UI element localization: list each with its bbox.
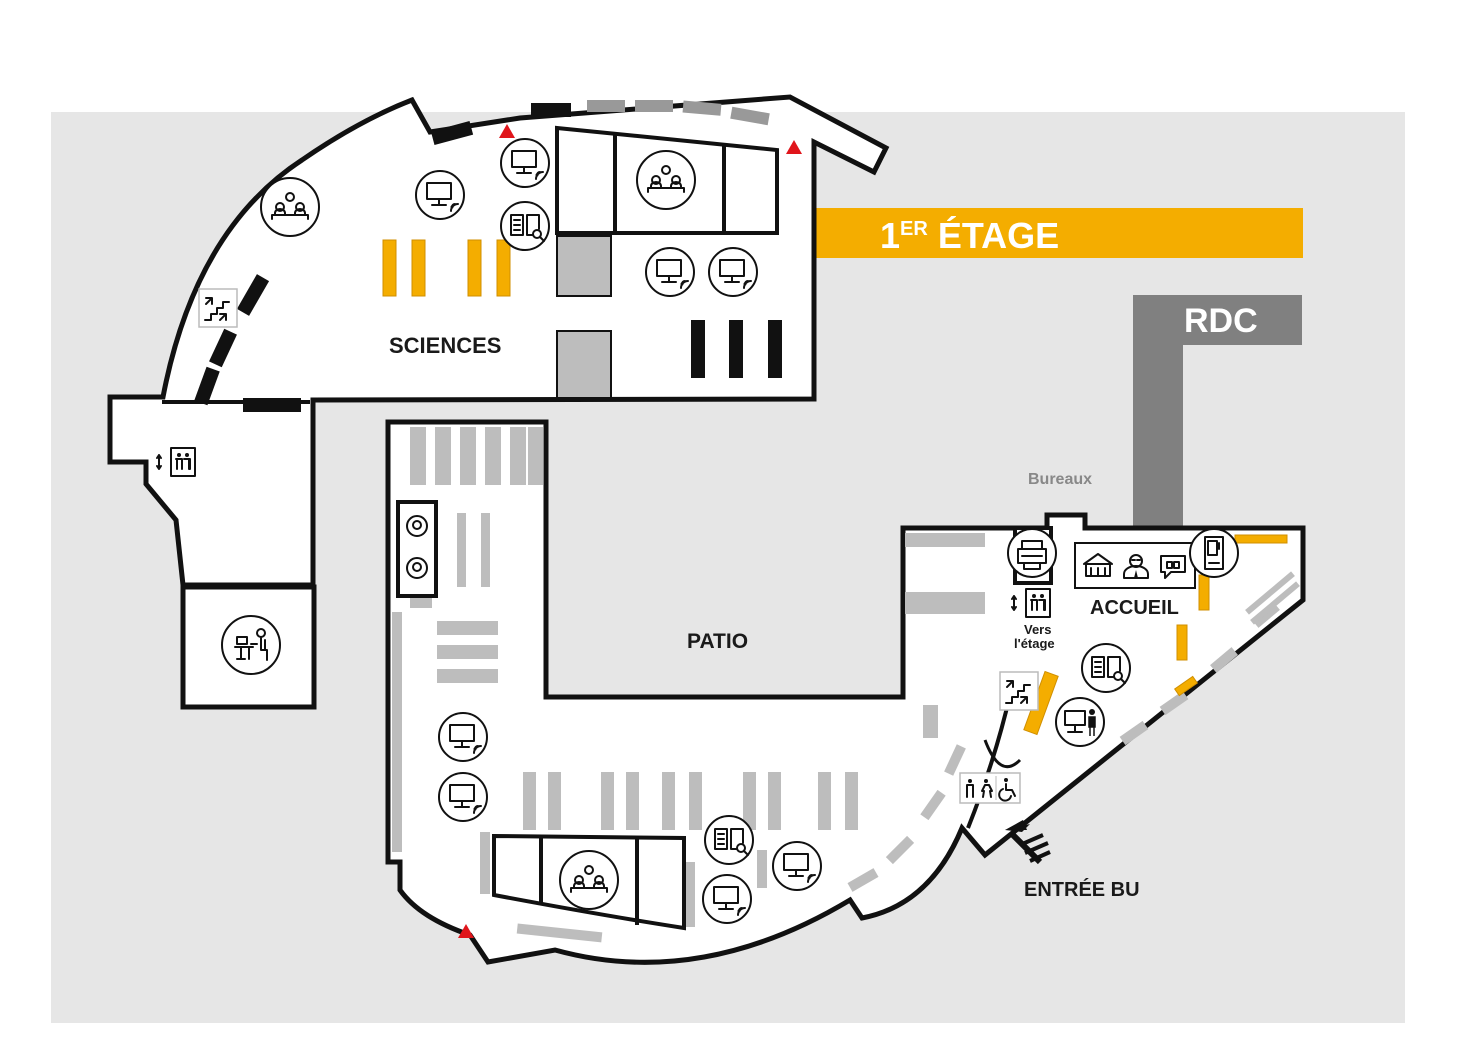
emergency-marker-icon [458,924,474,938]
bureaux-label: Bureaux [1028,471,1092,488]
floor1-label: 1ER ÉTAGE [880,215,1059,256]
computer-wifi-icon[interactable] [438,712,488,762]
computer-wifi-icon[interactable] [708,247,758,297]
group-room-icon[interactable] [636,150,696,210]
library-building-icon [1083,553,1113,577]
stairs-icon[interactable] [198,288,238,328]
rdc-banner [1133,295,1302,527]
catalog-search-icon[interactable] [1081,643,1131,693]
computer-wifi-icon[interactable] [645,247,695,297]
librarian-icon [1123,554,1149,579]
floor-1-plan: SCIENCES [107,94,890,710]
catalog-search-icon[interactable] [500,201,550,251]
computer-wifi-icon[interactable] [415,170,465,220]
catalog-search-icon[interactable] [704,815,754,865]
vending-machine-icon[interactable] [1189,528,1239,578]
group-room-icon[interactable] [559,850,619,910]
photocopier-icon[interactable] [1007,528,1057,578]
restroom-accessible-icon[interactable] [959,772,1021,804]
meeting-point-icon [406,557,428,579]
help-speech-icon [1160,555,1186,579]
emergency-marker-icon [499,124,515,138]
vers-etage-label-1: Vers [1024,622,1051,637]
computer-wifi-icon[interactable] [500,138,550,188]
sciences-label: SCIENCES [389,333,501,358]
patio-label: PATIO [687,630,748,653]
rdc-label: RDC [1184,302,1258,340]
computer-wifi-icon[interactable] [438,772,488,822]
legend: 1ER ÉTAGE RDC [815,208,1303,527]
accueil-label: ACCUEIL [1090,597,1179,619]
meeting-point-icon [406,515,428,537]
computer-wifi-icon[interactable] [772,841,822,891]
entrance-arrow-icon [1005,820,1051,865]
ground-floor-plan: PATIO Bureaux ACCUEIL Vers l'étage ENTRÉ… [385,419,1306,965]
stairs-icon[interactable] [999,671,1039,711]
floor1-banner [815,208,1303,258]
study-desk-icon[interactable] [221,615,281,675]
computer-wifi-icon[interactable] [702,874,752,924]
emergency-marker-icon [786,140,802,154]
vers-etage-label-2: l'étage [1014,636,1055,651]
group-room-icon[interactable] [260,177,320,237]
entree-label: ENTRÉE BU [1024,878,1140,901]
presentation-screen-icon[interactable] [1055,697,1105,747]
